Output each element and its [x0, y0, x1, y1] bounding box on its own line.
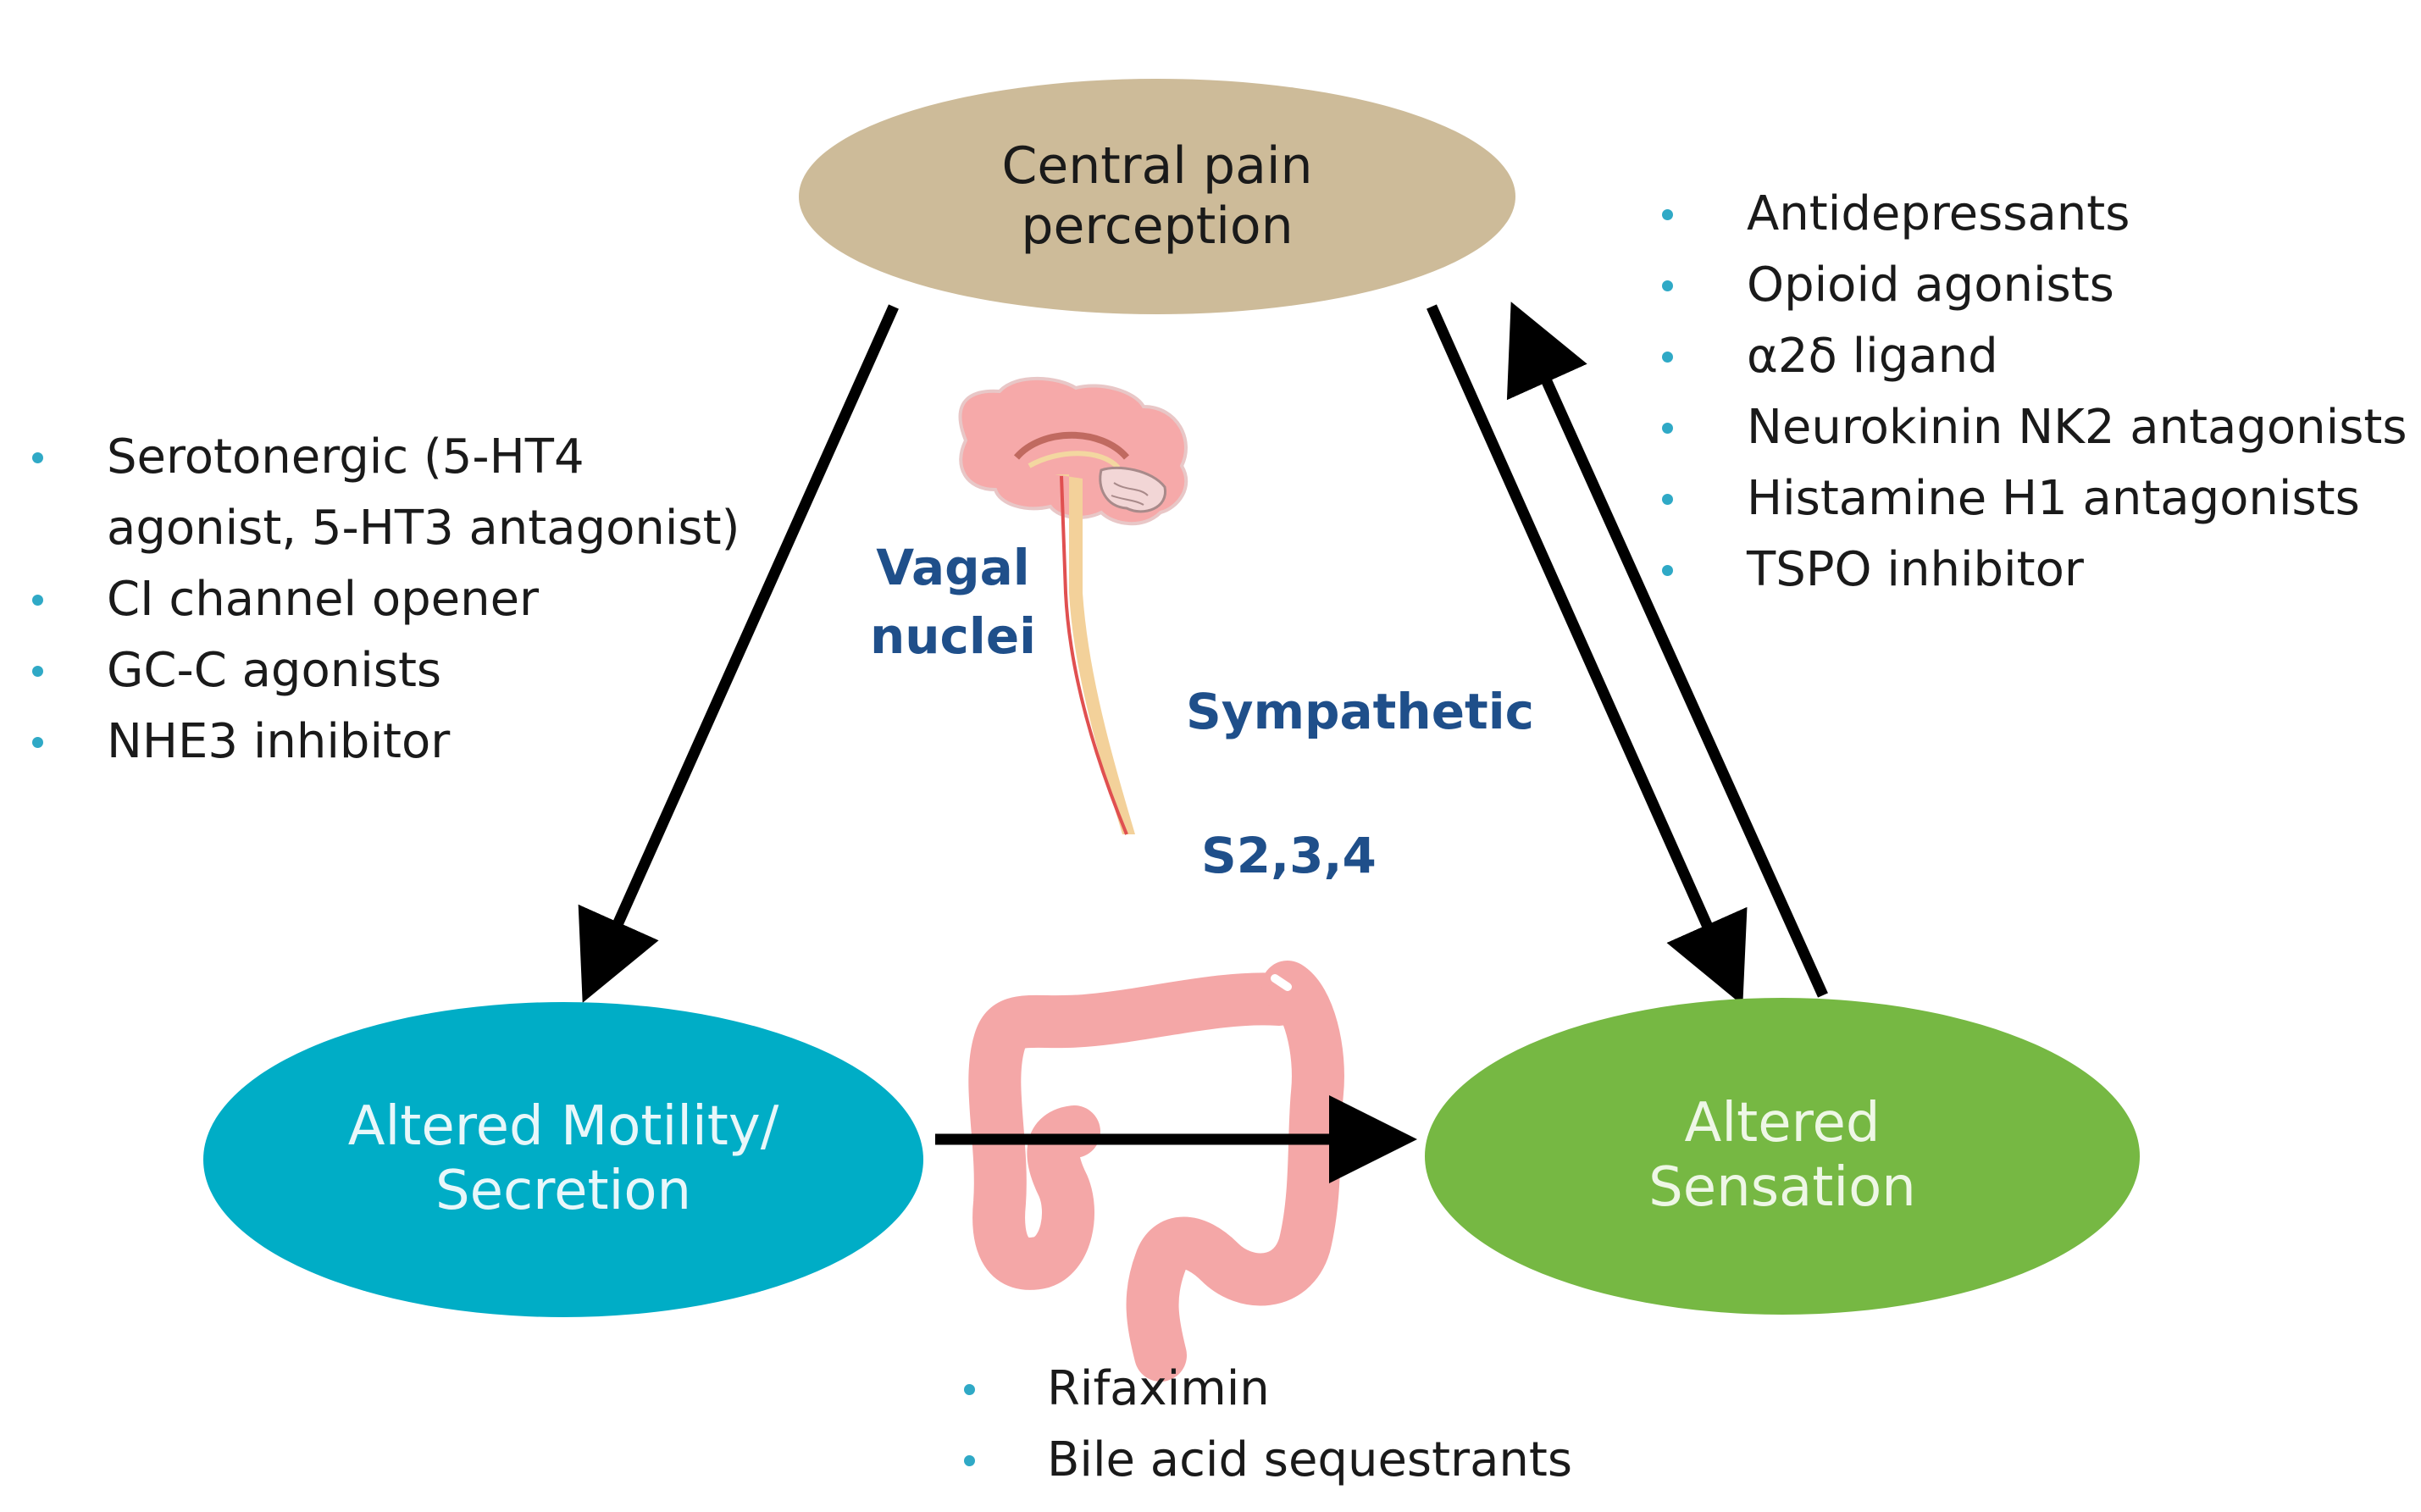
list-item: Antidepressants [1662, 179, 2407, 250]
sympathetic-label: Sympathetic [1186, 683, 1535, 740]
arrow-top-to-left [578, 304, 899, 1003]
sensation-therapy-list: Antidepressants Opioid agonists α2δ liga… [1662, 179, 2407, 606]
altered-motility-node: Altered Motility/ Secretion [203, 1002, 923, 1317]
bullet-icon [1662, 280, 1673, 291]
bullet-icon [1662, 565, 1673, 576]
list-item: agonist, 5-HT3 antagonist) [107, 501, 740, 556]
list-item: GC-C agonists [32, 635, 740, 706]
list-item: Histamine H1 antagonists [1662, 463, 2407, 534]
bullet-icon [32, 666, 43, 677]
list-item: CI channel opener [32, 564, 740, 635]
list-item: TSPO inhibitor [1662, 534, 2407, 606]
list-item: Serotonergic (5-HT4 [32, 422, 740, 493]
arrows [578, 302, 1828, 1183]
bullet-icon [32, 452, 43, 463]
altered-sensation-node: Altered Sensation [1425, 998, 2140, 1315]
arrow-right-to-top [1506, 302, 1828, 998]
node-right-line-1: Altered [1684, 1092, 1881, 1155]
node-top-line-1: Central pain [1001, 136, 1313, 197]
bullet-icon [964, 1455, 975, 1466]
bullet-icon [32, 595, 43, 606]
list-item: Bile acid sequestrants [964, 1425, 1572, 1496]
node-left-line-1: Altered Motility/ [347, 1095, 779, 1159]
node-top-line-2: perception [1021, 197, 1294, 256]
bullet-icon [32, 737, 43, 748]
arrow-top-to-right [1427, 304, 1748, 1005]
list-item: α2δ ligand [1662, 321, 2407, 392]
bullet-icon [964, 1384, 975, 1395]
node-right-line-2: Sensation [1648, 1156, 1916, 1219]
bullet-icon [1662, 494, 1673, 505]
bullet-icon [1662, 352, 1673, 363]
vagal-nuclei-label: Vagal nuclei [869, 539, 1037, 666]
list-item: Rifaximin [964, 1354, 1572, 1425]
list-item: NHE3 inhibitor [32, 706, 740, 778]
sacral-nerves-label: S2,3,4 [1201, 827, 1377, 884]
central-pain-perception-node: Central pain perception [799, 79, 1515, 314]
colon-icon [968, 961, 1344, 1382]
gut-therapy-list: Rifaximin Bile acid sequestrants [964, 1354, 1572, 1496]
bullet-icon [1662, 209, 1673, 220]
list-item: Opioid agonists [1662, 250, 2407, 321]
node-left-line-2: Secretion [435, 1160, 692, 1222]
brain-spinal-cord-icon [958, 376, 1188, 835]
bullet-icon [1662, 423, 1673, 434]
motility-therapy-list: Serotonergic (5-HT4 agonist, 5-HT3 antag… [32, 422, 740, 778]
list-item: Neurokinin NK2 antagonists [1662, 392, 2407, 463]
